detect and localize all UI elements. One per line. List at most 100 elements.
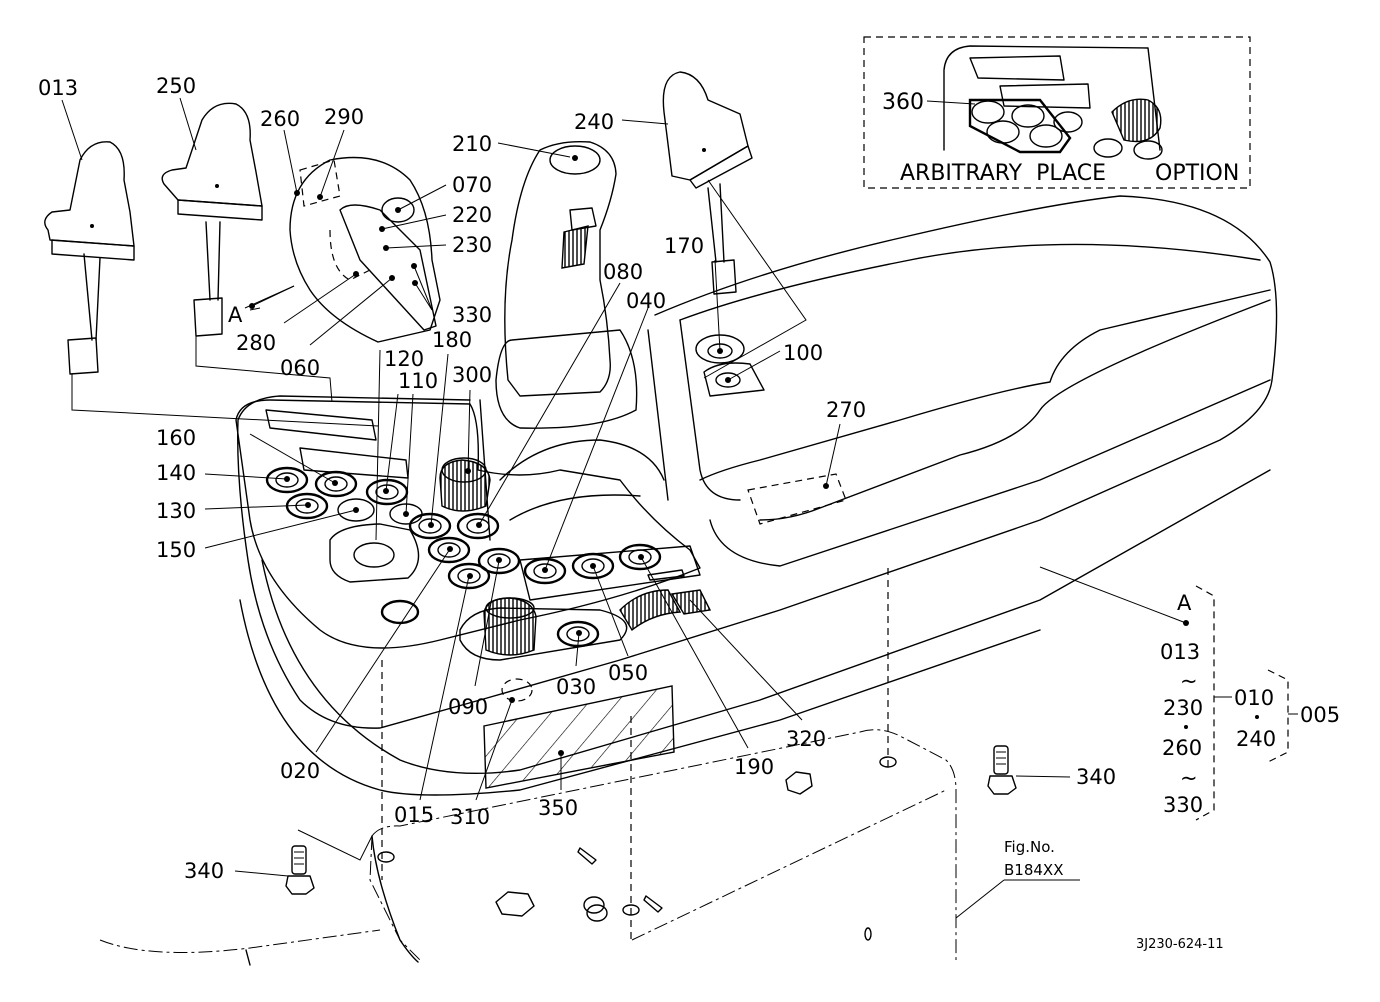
fig-label: Fig.No.: [1004, 838, 1055, 856]
panel-dial-recess: [459, 607, 628, 661]
callout-330: 330: [452, 303, 492, 327]
button-180: [408, 512, 452, 540]
armrest-front-edge: [679, 319, 741, 501]
callout-120: 120: [384, 347, 424, 371]
figure-reference: Fig.No. B184XX 3J230-624-11: [1004, 838, 1224, 952]
lever-slot-110: [299, 447, 409, 479]
tree-range2-start: 260: [1162, 736, 1202, 760]
option-inset: 360 ARBITRARY PLACE OPTION: [863, 36, 1251, 189]
callout-030: 030: [556, 675, 596, 699]
callout-100: 100: [783, 341, 823, 365]
inset-button: [986, 120, 1020, 144]
knob-300: [439, 457, 491, 512]
control-panel: [235, 399, 712, 789]
armrest-base-edge: [239, 599, 1041, 796]
callout-340-right: 340: [1076, 765, 1116, 789]
callout-280: 280: [236, 331, 276, 355]
inset-button-group-outline: [968, 98, 1072, 154]
callout-270: 270: [826, 398, 866, 422]
callout-labels: 013 250 260 290 210 240 070 220 230 330 …: [38, 74, 1116, 883]
callout-050: 050: [608, 661, 648, 685]
armrest-bottom-edge: [261, 469, 1271, 775]
callout-140: 140: [156, 461, 196, 485]
joystick-head-assembly: [289, 156, 441, 343]
tree-range2-end: 330: [1163, 793, 1203, 817]
button-190: [618, 543, 662, 571]
inset-button: [1133, 140, 1163, 160]
inset-button: [1029, 124, 1063, 148]
drawing-id: 3J230-624-11: [1136, 937, 1224, 952]
tree-range1-sep: ~: [1180, 669, 1198, 693]
tree-sub-part: 010: [1234, 686, 1274, 710]
callout-080: 080: [603, 260, 643, 284]
callout-320: 320: [786, 727, 826, 751]
button-140: [265, 466, 309, 494]
inset-lever: [969, 55, 1065, 81]
tree-bracket-a: [1195, 585, 1215, 821]
callout-240: 240: [574, 110, 614, 134]
callout-160: 160: [156, 426, 196, 450]
callout-070: 070: [452, 173, 492, 197]
callout-013: 013: [38, 76, 78, 100]
armrest-body: [237, 195, 1278, 796]
inset-note-arbitrary-place: ARBITRARY PLACE: [900, 161, 1106, 186]
panel-face: [235, 399, 701, 649]
panel-socket-inner: [353, 542, 395, 568]
callout-170: 170: [664, 234, 704, 258]
callout-A: A: [228, 303, 243, 327]
callout-150: 150: [156, 538, 196, 562]
tree-range2-sep: ~: [1180, 766, 1198, 790]
inset-panel-outline: [943, 45, 1161, 151]
button-100: [703, 362, 765, 397]
callout-110: 110: [398, 369, 438, 393]
nut-310: [501, 678, 533, 702]
inset-note-option: OPTION: [1155, 161, 1239, 186]
tree-sub-plus: 240: [1236, 727, 1276, 751]
callout-350: 350: [538, 796, 578, 820]
bolt-340-right: [987, 745, 1017, 795]
callout-020: 020: [280, 759, 320, 783]
callout-250: 250: [156, 74, 196, 98]
callout-060: 060: [280, 356, 320, 380]
nut: [785, 771, 813, 795]
callout-260: 260: [260, 107, 300, 131]
armrest-cushion-line: [699, 289, 1271, 481]
switch-240: [662, 71, 753, 295]
callout-360: 360: [882, 90, 924, 115]
tree-top-assembly: 005: [1300, 703, 1340, 727]
callout-090: 090: [448, 695, 488, 719]
slider-indicator: [647, 569, 685, 581]
label-plate-350: [483, 685, 675, 789]
button-080: [456, 512, 500, 540]
switch-013: [44, 141, 135, 375]
fig-number: B184XX: [1004, 861, 1063, 879]
tree-range1-start: 013: [1160, 640, 1200, 664]
part-270: [747, 473, 847, 525]
lever-slot-120: [265, 409, 377, 441]
assembly-tree: A 013 ~ 230 260 ~ 330 010 240 005: [1160, 585, 1340, 821]
inset-button: [1011, 104, 1045, 128]
base-plate: [99, 568, 957, 966]
callout-180: 180: [432, 328, 472, 352]
button-040: [523, 557, 567, 585]
bolt-340-left: [285, 845, 315, 895]
inset-button: [1053, 111, 1083, 133]
nut: [495, 891, 535, 917]
callout-230: 230: [452, 233, 492, 257]
switch-250: [161, 102, 263, 337]
armrest-top-edge: [679, 243, 1261, 321]
joystick-210: [479, 140, 669, 541]
armrest-side-line: [709, 379, 1271, 567]
callout-040: 040: [626, 289, 666, 313]
callout-190: 190: [734, 755, 774, 779]
tree-range1-end: 230: [1163, 696, 1203, 720]
inset-button: [971, 100, 1005, 124]
callout-210: 210: [452, 132, 492, 156]
inset-border: [863, 36, 1251, 189]
panel-port: [380, 599, 420, 625]
callout-130: 130: [156, 499, 196, 523]
inset-button: [1093, 138, 1123, 158]
button-090: [477, 547, 521, 575]
knob-090: [483, 597, 537, 656]
